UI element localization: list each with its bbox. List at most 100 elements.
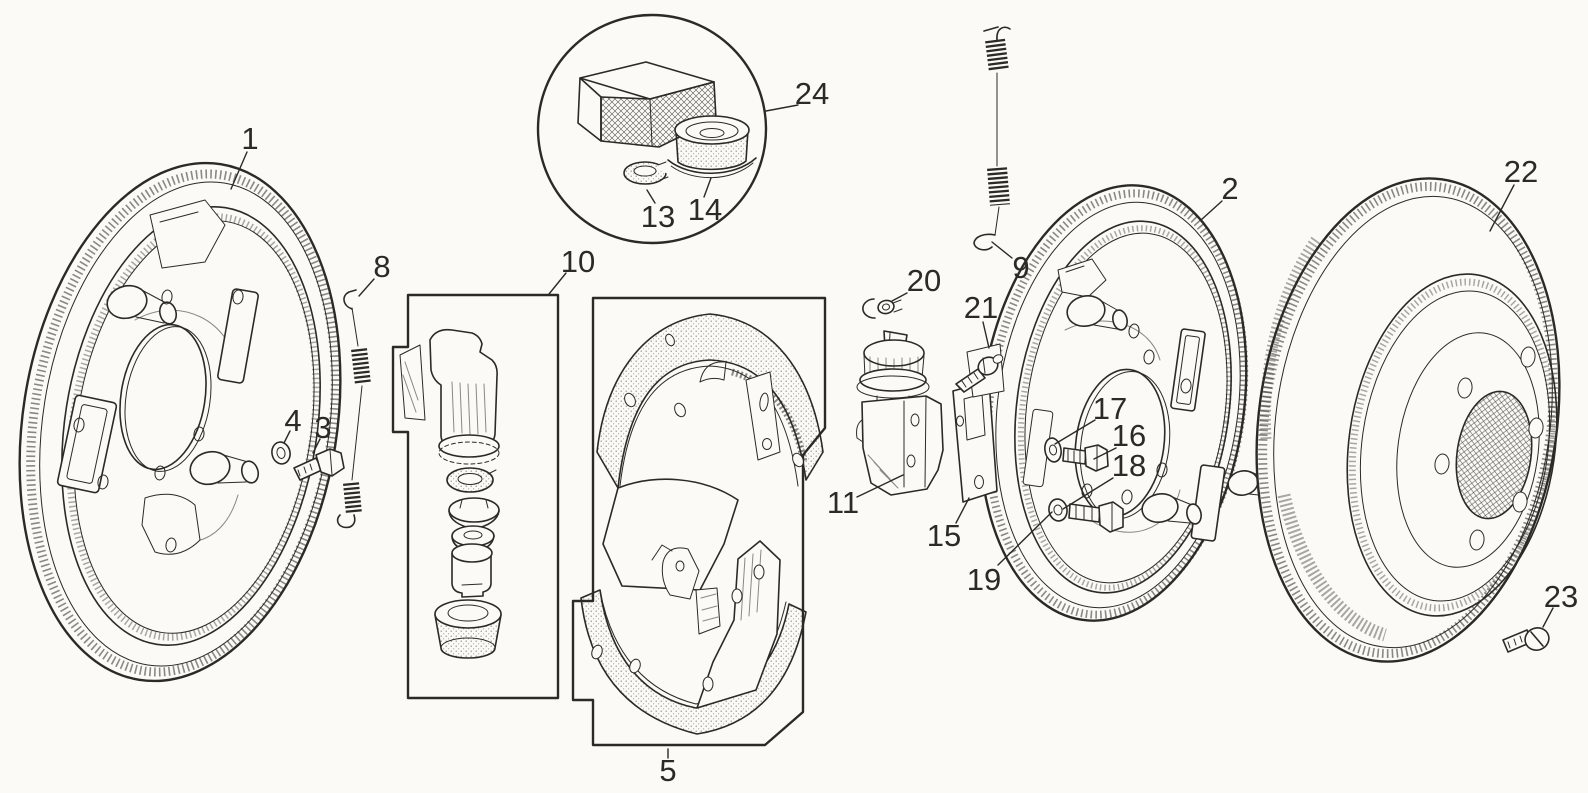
shoe-web — [602, 478, 739, 591]
callout-9: 9 — [991, 241, 1030, 285]
cup-seal — [448, 497, 500, 530]
callout-label-11: 11 — [827, 485, 859, 520]
callout-11: 11 — [827, 474, 904, 520]
part-17-washer — [1044, 437, 1062, 463]
circlip — [446, 467, 497, 493]
leader-line-18 — [1062, 477, 1114, 510]
leader-line-21 — [982, 321, 990, 349]
adjuster-end — [651, 544, 700, 600]
leader-line-17 — [1054, 419, 1096, 445]
callout-19: 19 — [967, 511, 1053, 597]
part-19-washer — [1048, 498, 1068, 522]
callout-label-20: 20 — [907, 263, 941, 298]
rubber-boot — [434, 599, 502, 659]
callout-10: 10 — [548, 244, 595, 295]
callout-label-21: 21 — [964, 290, 998, 325]
leader-line-1 — [230, 151, 248, 190]
callout-label-1: 1 — [241, 121, 258, 156]
lever-bracket-bottom — [141, 493, 201, 555]
callout-label-22: 22 — [1504, 154, 1538, 189]
drum-hatching — [1258, 181, 1558, 659]
cylinder-body — [861, 395, 944, 496]
wheel-cylinder-body — [399, 328, 500, 465]
part-23-drum-screw — [1502, 627, 1550, 653]
callout-label-24: 24 — [795, 76, 829, 111]
part-24-repair-kit-inset — [536, 13, 768, 245]
rim-hatching — [26, 169, 340, 677]
leader-line-22 — [1489, 184, 1515, 232]
callout-15: 15 — [927, 497, 970, 553]
callout-5: 5 — [659, 748, 677, 788]
kit-box-outline — [391, 293, 560, 700]
callout-label-4: 4 — [284, 403, 301, 438]
spring-hook-top — [343, 289, 357, 310]
part-21-bleed-screw — [955, 343, 1005, 398]
part-10-wheel-cylinder-kit — [391, 293, 560, 700]
shoe-toe — [695, 587, 721, 635]
leader-line-10 — [548, 272, 567, 295]
callout-label-9: 9 — [1012, 250, 1029, 285]
leader-line-14 — [703, 177, 712, 198]
callout-13: 13 — [641, 189, 675, 234]
callout-16: 16 — [1093, 418, 1146, 460]
leader-line-19 — [997, 511, 1053, 566]
callout-23: 23 — [1542, 579, 1578, 628]
callout-label-13: 13 — [641, 199, 675, 234]
upper-brake-shoe — [596, 313, 824, 635]
part-2-backplate-right — [978, 184, 1279, 622]
spring-coil — [351, 348, 371, 385]
lever-bracket-top — [149, 199, 226, 269]
callout-label-8: 8 — [373, 249, 390, 284]
shoes-box-outline — [571, 296, 827, 747]
anchor-plate — [745, 371, 781, 461]
part-9-pull-off-spring — [973, 26, 1011, 251]
drum-face — [1346, 273, 1558, 617]
callout-1: 1 — [230, 121, 259, 190]
callouts: 1 2 3 4 5 8 9 10 — [230, 76, 1578, 788]
spring-coil-upper — [985, 38, 1009, 73]
part-22-brake-drum — [1255, 177, 1561, 663]
callout-24: 24 — [765, 76, 829, 112]
callout-17: 17 — [1054, 391, 1127, 445]
anchor-pin-top — [106, 284, 178, 325]
callout-label-19: 19 — [967, 562, 1001, 597]
anchor-pin-bottom — [189, 450, 260, 486]
leader-line-13 — [646, 189, 656, 204]
leader-line-20 — [891, 292, 908, 302]
callout-8: 8 — [358, 249, 391, 297]
callout-21: 21 — [964, 290, 998, 349]
callout-22: 22 — [1489, 154, 1538, 232]
spring-hook-bottom — [973, 233, 996, 251]
callout-3: 3 — [312, 410, 332, 454]
leader-line-2 — [1200, 200, 1223, 221]
lower-brake-shoe — [580, 540, 807, 735]
anchor-pin-bottom — [1141, 493, 1202, 525]
hub-hole — [1455, 390, 1533, 520]
callout-20: 20 — [891, 263, 941, 302]
center-hole — [119, 323, 207, 471]
leader-line-3 — [312, 438, 321, 454]
part-1-backplate-left — [18, 161, 342, 683]
anchor-pin-top — [1066, 295, 1128, 331]
bolt-head — [1098, 501, 1124, 533]
leader-line-8 — [358, 278, 375, 297]
shoe-slot-upper — [1170, 328, 1206, 412]
callout-14: 14 — [688, 177, 722, 227]
piston — [451, 543, 493, 598]
leader-line-11 — [856, 474, 904, 498]
steady-post — [1057, 258, 1107, 298]
lining-band — [580, 589, 807, 735]
callout-label-5: 5 — [659, 753, 676, 788]
part-3-bolt — [293, 448, 345, 481]
part-13-seal-ring — [623, 160, 672, 185]
part-11-wheel-cylinder-assembly — [856, 330, 944, 496]
part-14-grease-tin — [667, 115, 757, 179]
lining-band — [596, 313, 824, 489]
spring-hook-top — [983, 26, 1011, 41]
callout-label-14: 14 — [688, 192, 722, 227]
leader-line-16 — [1093, 447, 1117, 460]
part-20-clip — [862, 298, 903, 319]
wheel-stud-holes — [1434, 346, 1544, 551]
callout-label-17: 17 — [1093, 391, 1127, 426]
